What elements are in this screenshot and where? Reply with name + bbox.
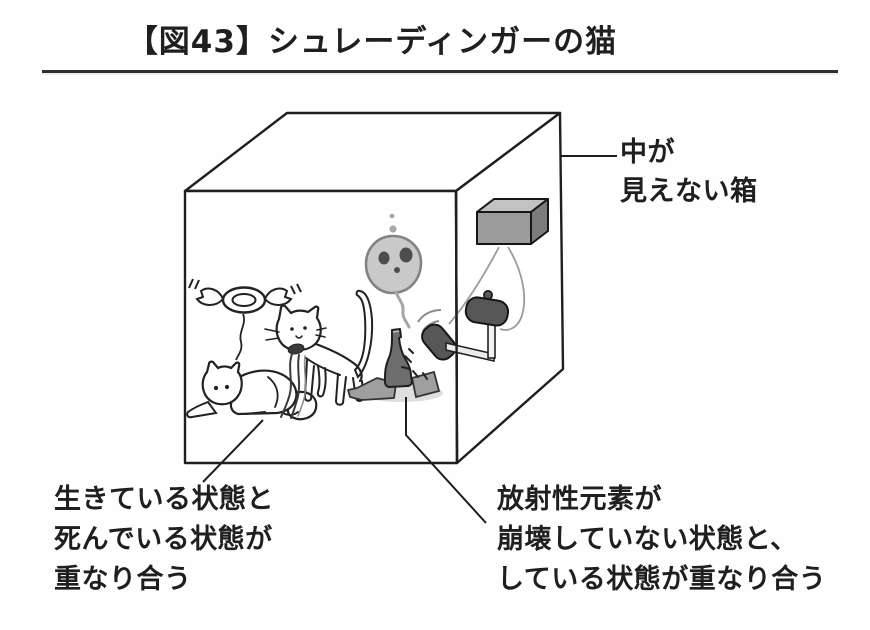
dead-cat-body (229, 369, 298, 416)
flask-fragment (410, 370, 441, 399)
detector-front-face (476, 211, 532, 245)
halo-left-wing (195, 287, 225, 306)
radiation-detector-box (476, 198, 549, 245)
radio-label-line3: している状態が重なり合う (497, 564, 827, 595)
spirit-bubble-small (389, 213, 395, 219)
bottle-cap-highlight (392, 330, 400, 333)
lever-bar (445, 341, 495, 363)
angel-halo-with-wings (188, 278, 302, 361)
alive-cat-ribbon-3 (297, 355, 307, 417)
halo-motion-marks-left (188, 278, 200, 290)
cat-superposition-label: 生きている状態と 死んでいる状態が 重なり合う (54, 480, 274, 600)
alive-cat-whiskers (264, 327, 327, 341)
ghost-right-eye (399, 247, 413, 263)
cord-right-strand (499, 246, 525, 331)
dead-cat (186, 360, 318, 421)
dead-cat-ghost (364, 213, 423, 329)
leader-cat-label (202, 419, 264, 483)
alive-cat-right-eye (303, 326, 307, 330)
ghost-mouth (394, 267, 400, 273)
trigger-lever (445, 341, 495, 363)
title-underline (42, 70, 838, 75)
leader-radioactive-label (405, 397, 487, 524)
ghost-tail (394, 290, 411, 329)
broken-flask (347, 377, 397, 401)
dead-cat-haunch (267, 376, 279, 408)
box-label-line1: 中が (620, 137, 675, 168)
alive-cat-ribbon-2 (290, 354, 301, 419)
alive-cat-tail (353, 289, 374, 379)
alive-cat-collar-knot (287, 343, 305, 355)
halo-right-wing (263, 287, 293, 306)
impact-sparks (401, 348, 428, 380)
spirit-bubble-large (389, 225, 397, 233)
leader-lines (202, 155, 617, 524)
dead-cat-front-paws (186, 400, 218, 419)
cat-label-line2: 死んでいる状態が (54, 524, 273, 555)
dead-cat-left-eye (213, 385, 219, 391)
ghost-left-eye (378, 251, 390, 265)
alive-cat-front-leg-2 (316, 365, 327, 398)
alive-cat-hind-leg-1 (334, 373, 347, 406)
hammer-cocked-position (464, 289, 510, 359)
alive-cat-ribbon-1 (280, 353, 293, 418)
poison-flask-group (347, 328, 443, 402)
halo-ring-inner (231, 293, 257, 307)
dead-cat-right-eye (224, 384, 230, 390)
dead-cat-head (201, 360, 243, 406)
ghost-body (364, 234, 423, 295)
hammer-head-cocked (464, 296, 510, 327)
figure-title: 【図43】シュレーディンガーの猫 (126, 24, 618, 60)
halo-string (235, 313, 245, 361)
box-front-right-edge (454, 190, 459, 464)
alive-cat (264, 289, 374, 419)
alive-cat-back (311, 341, 363, 383)
cat-label-line1: 生きている状態と (54, 484, 274, 515)
radio-label-line2: 崩壊していない状態と、 (497, 524, 798, 555)
radio-label-line1: 放射性元素が (497, 484, 662, 515)
halo-motion-marks-right (290, 283, 302, 295)
poison-bottle (384, 328, 413, 388)
box-label: 中が 見えない箱 (620, 133, 758, 211)
alive-cat-mouth (295, 335, 303, 339)
cat-label-line3: 重なり合う (54, 564, 192, 595)
alive-cat-left-eye (290, 327, 294, 331)
box-label-line2: 見えない箱 (620, 176, 758, 207)
radioactive-superposition-label: 放射性元素が 崩壊していない状態と、 している状態が重なり合う (497, 480, 826, 600)
alive-cat-head (275, 304, 322, 352)
